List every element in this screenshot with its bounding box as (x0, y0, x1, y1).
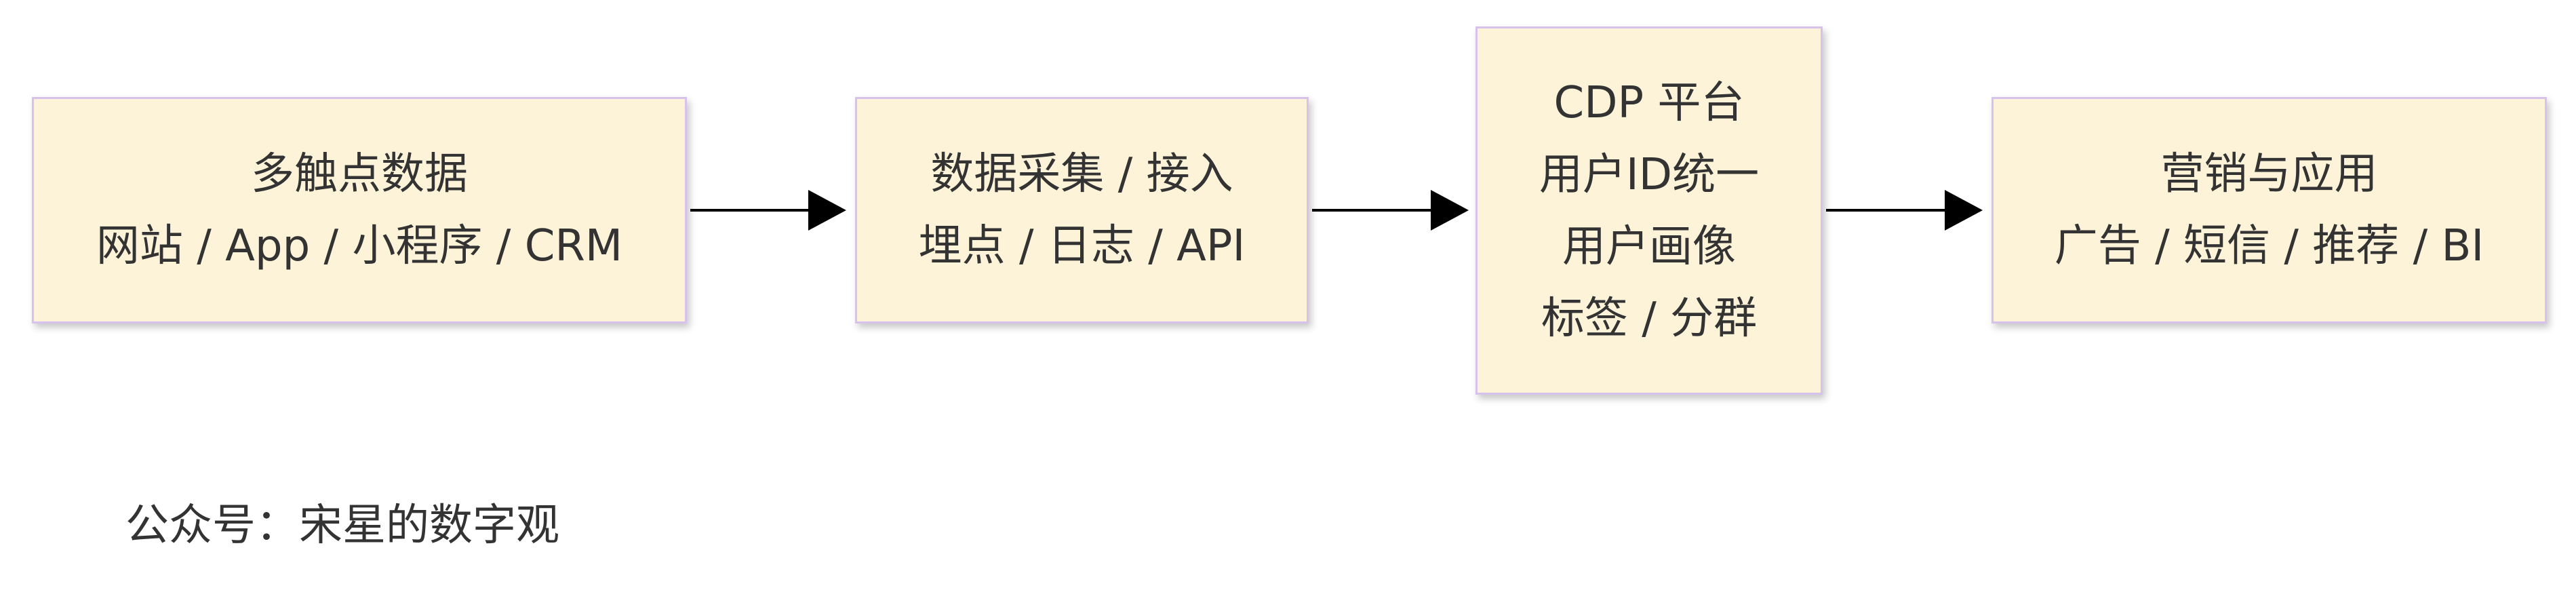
node-title: 多触点数据 (251, 149, 468, 199)
node-title: CDP 平台 (1553, 77, 1745, 128)
node-marketing-applications: 营销与应用 广告 / 短信 / 推荐 / BI (1992, 97, 2547, 323)
node-detail: 标签 / 分群 (1541, 293, 1758, 344)
node-data-collection: 数据采集 / 接入 埋点 / 日志 / API (855, 97, 1309, 323)
edge-1-to-2 (690, 190, 846, 231)
node-cdp-platform: CDP 平台 用户ID统一 用户画像 标签 / 分群 (1475, 26, 1823, 395)
node-detail: 用户画像 (1562, 221, 1736, 272)
node-multi-touchpoint-data: 多触点数据 网站 / App / 小程序 / CRM (32, 97, 687, 323)
edge-2-to-3 (1312, 190, 1469, 231)
edge-3-to-4 (1826, 190, 1983, 231)
node-detail: 广告 / 短信 / 推荐 / BI (2054, 221, 2484, 271)
arrowhead-icon (1431, 190, 1469, 231)
caption-text: 公众号：宋星的数字观 (125, 500, 559, 551)
node-title: 数据采集 / 接入 (930, 149, 1233, 199)
arrowhead-icon (1945, 190, 1983, 231)
node-detail: 埋点 / 日志 / API (918, 221, 1246, 271)
arrowhead-icon (808, 190, 846, 231)
node-detail: 网站 / App / 小程序 / CRM (96, 221, 623, 271)
node-detail: 用户ID统一 (1539, 149, 1760, 200)
flow-diagram: 多触点数据 网站 / App / 小程序 / CRM 数据采集 / 接入 埋点 … (32, 26, 2547, 395)
flow-edges (690, 190, 1983, 231)
node-title: 营销与应用 (2160, 149, 2378, 199)
